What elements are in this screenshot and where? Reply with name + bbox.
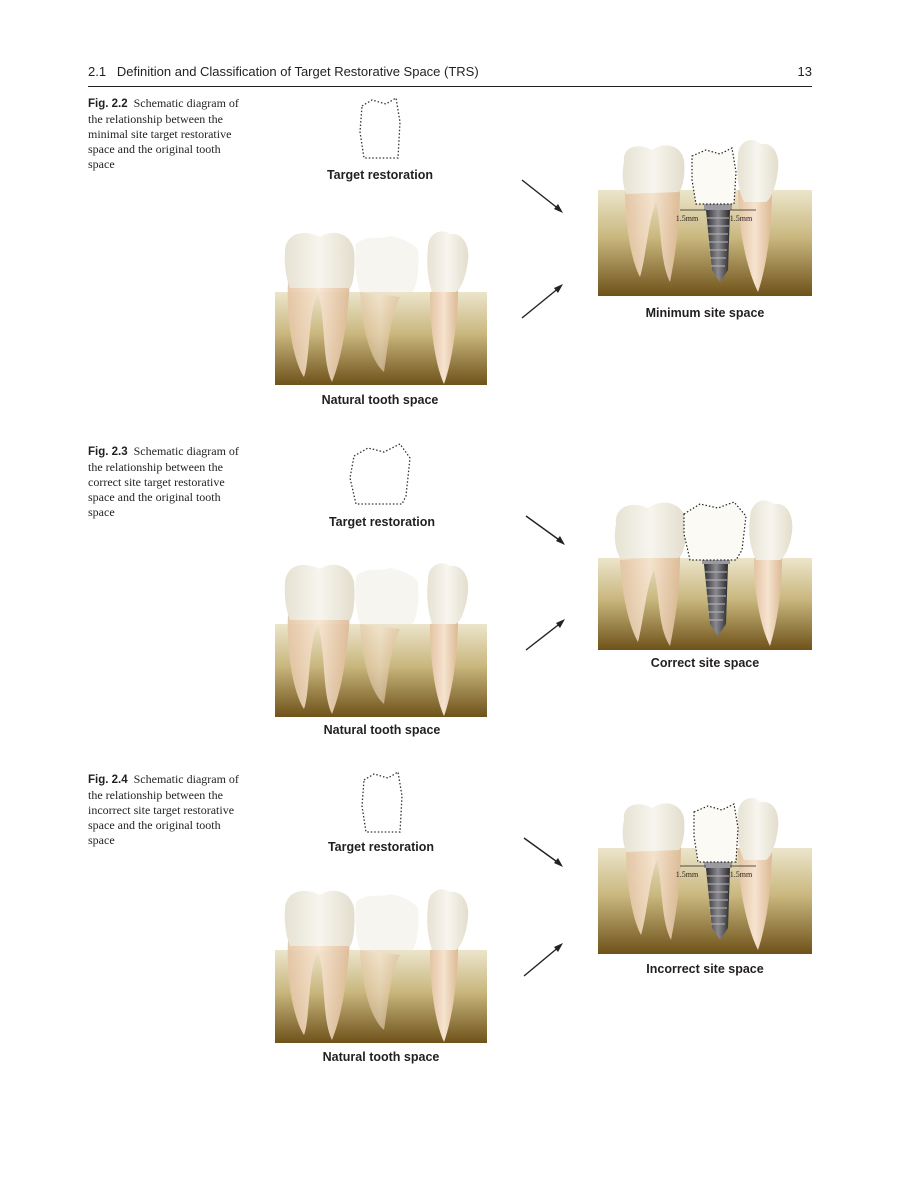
figure-2-4: Target restoration Natural tooth space I… bbox=[260, 766, 820, 1086]
figure-2-2-illustration bbox=[275, 96, 812, 385]
running-header: 2.1 Definition and Classification of Tar… bbox=[88, 64, 812, 87]
dimension-left: 1.5mm bbox=[675, 214, 699, 223]
figure-2-2: Target restoration Natural tooth space M… bbox=[260, 92, 820, 412]
target-restoration-outline bbox=[359, 96, 401, 159]
header-title: 2.1 Definition and Classification of Tar… bbox=[88, 64, 479, 79]
figure-caption-2-4: Fig. 2.4 Schematic diagram of the relati… bbox=[88, 772, 248, 848]
figure-caption-text: Schematic diagram of the relationship be… bbox=[88, 96, 239, 171]
natural-tooth-illustration bbox=[275, 889, 487, 1043]
dimension-right: 1.5mm bbox=[729, 870, 753, 879]
dimension-right: 1.5mm bbox=[729, 214, 753, 223]
result-site-illustration bbox=[598, 500, 812, 650]
target-restoration-label: Target restoration bbox=[326, 168, 434, 182]
result-site-illustration bbox=[598, 140, 812, 296]
figure-label: Fig. 2.4 bbox=[88, 774, 128, 786]
natural-tooth-space-label: Natural tooth space bbox=[323, 723, 441, 737]
figure-2-4-illustration bbox=[275, 770, 812, 1043]
natural-tooth-space-label: Natural tooth space bbox=[322, 1050, 440, 1064]
figure-caption-text: Schematic diagram of the relationship be… bbox=[88, 444, 239, 519]
natural-tooth-space-label: Natural tooth space bbox=[321, 393, 439, 407]
natural-tooth-illustration bbox=[275, 231, 487, 385]
result-site-space-label: Minimum site space bbox=[645, 306, 765, 320]
page-number: 13 bbox=[797, 64, 812, 79]
figure-caption-text: Schematic diagram of the relationship be… bbox=[88, 772, 239, 847]
figure-caption-2-2: Fig. 2.2 Schematic diagram of the relati… bbox=[88, 96, 248, 172]
result-site-space-label: Correct site space bbox=[650, 656, 760, 670]
implant-fixture bbox=[706, 210, 730, 282]
target-restoration-outline bbox=[361, 770, 403, 833]
figure-2-3-illustration bbox=[275, 443, 812, 717]
figure-caption-2-3: Fig. 2.3 Schematic diagram of the relati… bbox=[88, 444, 248, 520]
target-restoration-label: Target restoration bbox=[327, 840, 435, 854]
header-section-number: 2.1 bbox=[88, 64, 107, 79]
figure-2-3: Target restoration Natural tooth space C… bbox=[260, 438, 820, 758]
natural-tooth-illustration bbox=[275, 563, 487, 717]
dimension-left: 1.5mm bbox=[675, 870, 699, 879]
target-restoration-outline bbox=[349, 443, 411, 505]
target-restoration-label: Target restoration bbox=[328, 515, 436, 529]
result-site-space-label: Incorrect site space bbox=[646, 962, 764, 976]
result-site-illustration bbox=[598, 798, 812, 954]
implant-fixture bbox=[706, 868, 730, 940]
header-section-title: Definition and Classification of Target … bbox=[116, 64, 479, 79]
figure-label: Fig. 2.3 bbox=[88, 446, 128, 458]
implant-fixture bbox=[704, 564, 728, 636]
figure-label: Fig. 2.2 bbox=[88, 98, 128, 110]
